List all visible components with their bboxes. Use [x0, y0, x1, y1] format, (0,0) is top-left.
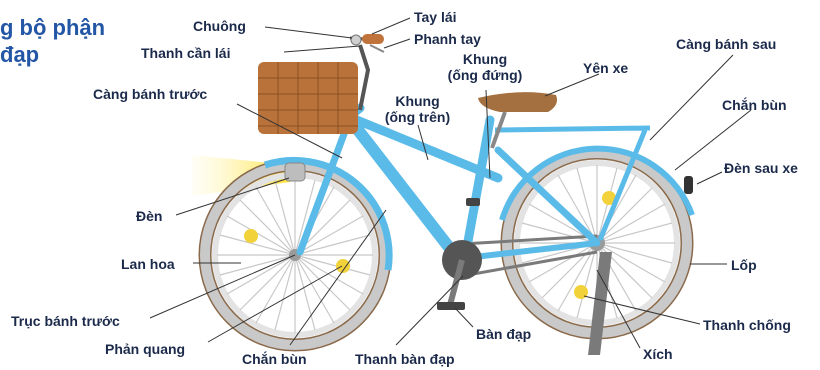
chain	[461, 234, 598, 278]
label-rear-fork: Càng bánh sau	[676, 36, 777, 52]
label-frame-seat-tube-line1: Khung	[462, 51, 508, 67]
label-tire: Lốp	[731, 257, 757, 273]
title-line-1: g bộ phận	[0, 15, 106, 40]
diagram-title: g bộ phận đạp	[0, 14, 105, 68]
label-seat: Yên xe	[583, 60, 629, 76]
front-reflector-1	[244, 229, 258, 243]
handlebar-stem	[358, 44, 371, 111]
headlight	[284, 162, 306, 182]
rear-reflector-1	[602, 191, 616, 205]
label-pedal: Bàn đạp	[476, 326, 532, 342]
title-line-2: đạp	[0, 42, 40, 67]
label-spokes: Lan hoa	[121, 256, 175, 272]
front-reflector-2	[336, 259, 350, 273]
label-chain: Xích	[643, 346, 673, 362]
label-rear-light: Đèn sau xe	[724, 160, 798, 176]
label-crank-arm: Thanh bàn đạp	[355, 351, 455, 367]
basket	[258, 62, 358, 134]
rear-light	[684, 176, 693, 194]
label-handlebar-stem: Thanh cần lái	[141, 45, 231, 61]
label-kickstand: Thanh chống	[703, 317, 791, 333]
label-frame-seat-tube-line2: (ống đứng)	[447, 67, 523, 83]
hand-brake-lever	[369, 44, 385, 53]
handle-grip	[362, 34, 384, 44]
top-pedal	[466, 198, 480, 206]
label-front-axle: Trục bánh trước	[11, 313, 120, 329]
label-handlebar: Tay lái	[414, 9, 457, 25]
label-frame-top-tube-line1: Khung	[395, 93, 440, 109]
rear-fender	[499, 145, 695, 221]
bell	[350, 34, 362, 46]
seat-post	[490, 111, 507, 149]
seat	[478, 92, 557, 112]
label-reflector: Phản quang	[105, 341, 186, 357]
label-front-fork: Càng bánh trước	[93, 86, 208, 102]
label-front-fender: Chắn bùn	[242, 351, 307, 367]
label-hand-brake: Phanh tay	[414, 31, 481, 47]
pedal	[437, 302, 465, 310]
kickstand	[588, 252, 612, 355]
rear-rack	[494, 125, 651, 241]
label-rear-fender: Chắn bùn	[722, 97, 787, 113]
label-headlight: Đèn	[136, 208, 163, 224]
label-frame-top-tube: Khung (ống trên)	[370, 93, 465, 125]
leader-lines	[149, 17, 752, 349]
rear-reflector-2	[574, 285, 588, 299]
label-frame-top-tube-line2: (ống trên)	[384, 109, 451, 125]
label-frame-seat-tube: Khung (ống đứng)	[430, 51, 540, 83]
label-bell: Chuông	[193, 18, 246, 34]
front-fender	[263, 156, 393, 271]
